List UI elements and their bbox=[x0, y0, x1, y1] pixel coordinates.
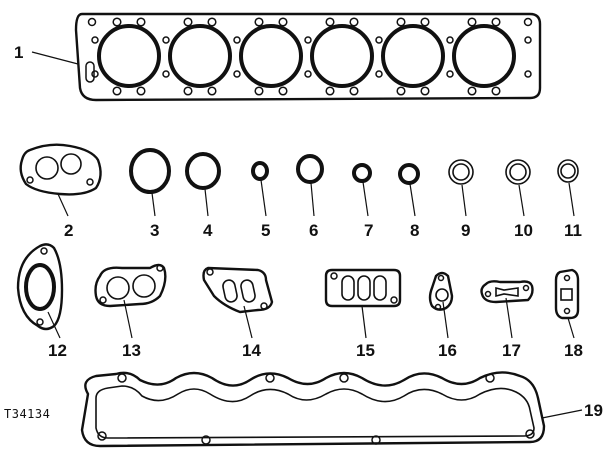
bolt-hole bbox=[420, 17, 430, 27]
bolt-hole bbox=[162, 70, 170, 78]
bolt-hole bbox=[396, 17, 406, 27]
bolt-hole bbox=[491, 86, 501, 96]
callout-13: 13 bbox=[122, 341, 141, 360]
bolt-hole bbox=[446, 36, 454, 44]
figure-code: T34134 bbox=[4, 407, 50, 421]
callout-12: 12 bbox=[48, 341, 67, 360]
callout-9: 9 bbox=[461, 221, 470, 240]
bolt-hole bbox=[278, 86, 288, 96]
bolt-hole bbox=[396, 86, 406, 96]
bolt-hole bbox=[304, 70, 312, 78]
part-8-ring bbox=[398, 163, 420, 185]
part-15-gasket bbox=[324, 268, 402, 308]
callout-8: 8 bbox=[410, 221, 419, 240]
bolt-hole bbox=[136, 17, 146, 27]
callout-11: 11 bbox=[564, 221, 582, 240]
bolt-hole bbox=[183, 17, 193, 27]
bolt-hole bbox=[254, 86, 264, 96]
bolt-hole bbox=[491, 17, 501, 27]
callout-4: 4 bbox=[203, 221, 213, 240]
bolt-hole bbox=[304, 36, 312, 44]
bolt-hole bbox=[87, 17, 97, 27]
bolt-hole bbox=[325, 86, 335, 96]
bolt-hole bbox=[446, 70, 454, 78]
bolt-hole bbox=[467, 86, 477, 96]
callout-18: 18 bbox=[564, 341, 583, 360]
callout-6: 6 bbox=[309, 221, 318, 240]
bolt-hole bbox=[375, 36, 383, 44]
part-4-ring bbox=[185, 152, 221, 190]
bolt-hole bbox=[524, 70, 532, 78]
part-11-ring bbox=[557, 159, 579, 183]
callout-7: 7 bbox=[364, 221, 373, 240]
bolt-hole bbox=[420, 86, 430, 96]
bolt-hole bbox=[136, 86, 146, 96]
bolt-hole bbox=[183, 86, 193, 96]
callout-14: 14 bbox=[242, 341, 261, 360]
bolt-hole bbox=[112, 17, 122, 27]
part-17-gasket bbox=[480, 280, 534, 304]
callout-17: 17 bbox=[502, 341, 521, 360]
bolt-hole bbox=[233, 70, 241, 78]
bolt-hole bbox=[207, 86, 217, 96]
bolt-hole bbox=[349, 17, 359, 27]
bolt-hole bbox=[524, 36, 532, 44]
part-19-cover-gasket bbox=[80, 371, 546, 448]
part-18-gasket bbox=[554, 268, 580, 320]
part-7-ring bbox=[352, 163, 372, 183]
bolt-hole bbox=[112, 86, 122, 96]
part-3-ring bbox=[129, 148, 171, 194]
part-10-ring bbox=[505, 159, 531, 185]
part-6-ring bbox=[296, 154, 324, 184]
part-14-gasket bbox=[202, 266, 274, 314]
callout-labels: 1 2 3 4 5 6 7 8 9 10 11 12 13 14 15 16 1… bbox=[4, 43, 603, 421]
callout-3: 3 bbox=[150, 221, 159, 240]
bolt-hole bbox=[254, 17, 264, 27]
callout-5: 5 bbox=[261, 221, 270, 240]
part-12-gasket bbox=[16, 243, 64, 331]
bolt-hole bbox=[375, 70, 383, 78]
part-16-gasket bbox=[428, 271, 454, 311]
leader-lines bbox=[31, 51, 583, 419]
callout-2: 2 bbox=[64, 221, 73, 240]
part-5-ring bbox=[251, 161, 269, 181]
part-1-head-gasket bbox=[74, 12, 542, 102]
bolt-hole bbox=[523, 17, 533, 27]
bolt-hole bbox=[467, 17, 477, 27]
bolt-hole bbox=[233, 36, 241, 44]
bolt-hole bbox=[162, 36, 170, 44]
bolt-hole bbox=[349, 86, 359, 96]
callout-16: 16 bbox=[438, 341, 457, 360]
bolt-hole bbox=[91, 36, 99, 44]
bolt-hole bbox=[207, 17, 217, 27]
part-9-ring bbox=[448, 159, 474, 185]
callout-19: 19 bbox=[584, 401, 603, 420]
bolt-hole bbox=[91, 70, 99, 78]
bolt-hole bbox=[325, 17, 335, 27]
bolt-hole bbox=[278, 17, 288, 27]
callout-15: 15 bbox=[356, 341, 375, 360]
part-13-gasket bbox=[94, 263, 167, 308]
part-2-gasket bbox=[19, 143, 102, 196]
callout-10: 10 bbox=[514, 221, 533, 240]
callout-1: 1 bbox=[14, 43, 23, 62]
